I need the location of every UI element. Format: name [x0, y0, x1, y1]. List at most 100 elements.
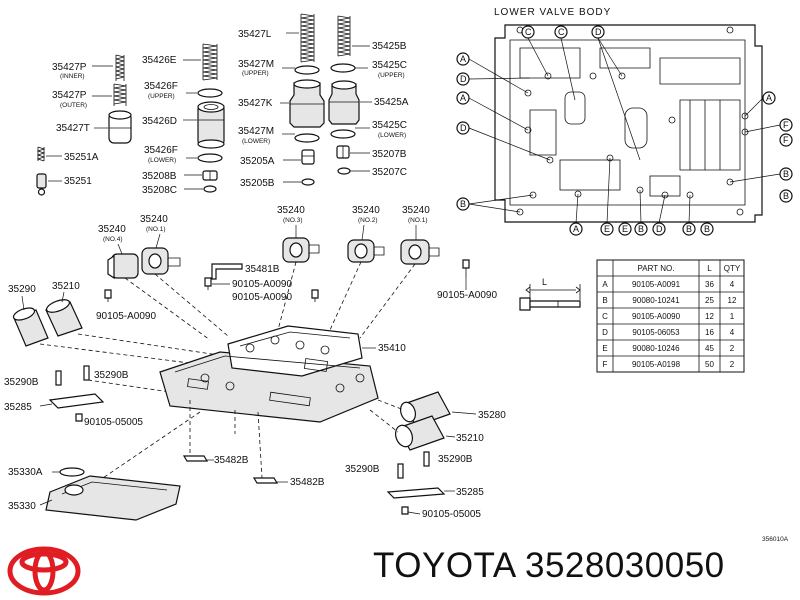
svg-text:B: B — [783, 191, 789, 201]
table-cell: 4 — [730, 328, 735, 337]
label-bolt-a0090-d: 90105-A0090 — [437, 290, 497, 301]
label-bolt-a0090-a: 90105-A0090 — [232, 279, 292, 290]
pin-35251a — [36, 146, 46, 162]
right-accumulators: 35280 35210 35290B 35290B 35285 90105-05… — [345, 391, 506, 520]
label-35240-no3: 35240 — [277, 205, 305, 216]
label-35240-no4: 35240 — [98, 224, 126, 235]
spring-35427l — [300, 13, 315, 63]
label-35427l: 35427L — [238, 29, 272, 40]
svg-text:D: D — [460, 123, 467, 133]
label-35280: 35280 — [478, 410, 506, 421]
label-35481b: 35481B — [245, 264, 280, 275]
callout-f-2 — [779, 133, 793, 147]
label-35207b: 35207B — [372, 149, 407, 160]
accumulator-35290 — [12, 295, 49, 347]
table-cell: 90105-06053 — [632, 328, 680, 337]
o-ring-35427m-upper — [294, 65, 320, 75]
label-35205b: 35205B — [240, 178, 275, 189]
spring-35426e — [202, 43, 218, 81]
label-bolt-05005-a: 90105-05005 — [84, 417, 143, 428]
valve-body-35410 — [159, 325, 379, 423]
accumulator-35210-right — [394, 415, 456, 451]
label-35285-a: 35285 — [4, 402, 32, 413]
label-35425c-upper: 35425C — [372, 60, 407, 71]
table-header: L — [707, 264, 712, 273]
plate-35285-a — [39, 393, 105, 409]
lower-valve-body-inset: LOWER VALVE BODY C C D — [456, 7, 793, 236]
label-bolt-a0090-c: 90105-A0090 — [96, 311, 156, 322]
svg-text:E: E — [622, 224, 628, 234]
label-upper-2: (UPPER) — [378, 72, 405, 79]
label-no3: (NO.3) — [283, 217, 303, 224]
valve-35426d — [197, 101, 225, 149]
brand-part-number: TOYOTA 3528030050 — [373, 546, 725, 586]
label-35251: 35251 — [64, 176, 92, 187]
pin-35290b-b — [83, 365, 90, 381]
o-ring-35426f-upper — [197, 88, 223, 98]
left-accumulators: 35290 35210 35290B 35290B 35285 90105-05… — [4, 281, 226, 428]
table-cell: 90080-10246 — [632, 344, 680, 353]
label-35330: 35330 — [8, 501, 36, 512]
label-35426f-lower: 35426F — [144, 145, 178, 156]
svg-text:B: B — [686, 224, 692, 234]
label-no1a: (NO.1) — [146, 226, 166, 233]
solenoid-no3 — [282, 225, 320, 263]
valve-body-plate — [494, 24, 763, 223]
label-35290b-a: 35290B — [4, 377, 39, 388]
brand-name: TOYOTA — [373, 546, 515, 585]
valve-35425a — [328, 80, 360, 125]
label-35240-no2: 35240 — [352, 205, 380, 216]
label-35251a: 35251A — [64, 152, 99, 163]
label-no1b: (NO.1) — [408, 217, 428, 224]
table-cell: 12 — [728, 296, 737, 305]
svg-text:D: D — [656, 224, 663, 234]
label-35427t: 35427T — [56, 123, 90, 134]
accumulator-35210-left — [45, 291, 83, 337]
part-number: 3528030050 — [524, 546, 725, 585]
table-cell: 25 — [705, 296, 714, 305]
label-lower-3: (LOWER) — [148, 157, 176, 164]
table-cell: 90080-10241 — [632, 296, 680, 305]
label-35426f-upper: 35426F — [144, 81, 178, 92]
label-35290b-c: 35290B — [345, 464, 380, 475]
label-35427p-inner: 35427P — [52, 62, 87, 73]
table-cell: 50 — [705, 360, 714, 369]
svg-text:A: A — [573, 224, 579, 234]
svg-text:B: B — [460, 199, 466, 209]
table-row-key: E — [602, 344, 607, 353]
label-35210-b: 35210 — [456, 433, 484, 444]
svg-text:C: C — [525, 27, 532, 37]
dimension-l-label: L — [542, 277, 547, 287]
svg-text:D: D — [460, 74, 467, 84]
o-ring-35330a — [59, 467, 85, 477]
label-35425b: 35425B — [372, 41, 407, 52]
label-upper-1: (UPPER) — [242, 70, 269, 77]
pin-35290b-c — [397, 463, 404, 479]
label-35240-no1a: 35240 — [140, 214, 168, 225]
pin-35290b-d — [423, 451, 430, 467]
label-no2: (NO.2) — [358, 217, 378, 224]
label-35427k: 35427K — [238, 98, 273, 109]
label-35290-a: 35290 — [8, 284, 36, 295]
svg-text:B: B — [783, 169, 789, 179]
label-lower-2: (LOWER) — [378, 132, 406, 139]
plug-35205a — [301, 149, 315, 165]
table-header: QTY — [724, 264, 741, 273]
bracket-35481b — [211, 263, 243, 280]
svg-text:C: C — [558, 27, 565, 37]
label-bolt-05005-b: 90105-05005 — [422, 509, 481, 520]
table-cell: 4 — [730, 280, 735, 289]
svg-text:B: B — [704, 224, 710, 234]
svg-text:F: F — [783, 120, 789, 130]
label-35427m-lower: 35427M — [238, 126, 274, 137]
label-35425c-lower: 35425C — [372, 120, 407, 131]
callout-e-2 — [618, 222, 632, 236]
left-valve-parts — [36, 13, 372, 196]
label-35285-b: 35285 — [456, 487, 484, 498]
label-35410: 35410 — [378, 343, 406, 354]
label-no4: (NO.4) — [103, 236, 123, 243]
valve-plug-35427t — [108, 110, 132, 144]
label-lower-1: (LOWER) — [242, 138, 270, 145]
label-35290b-b: 35290B — [94, 370, 129, 381]
